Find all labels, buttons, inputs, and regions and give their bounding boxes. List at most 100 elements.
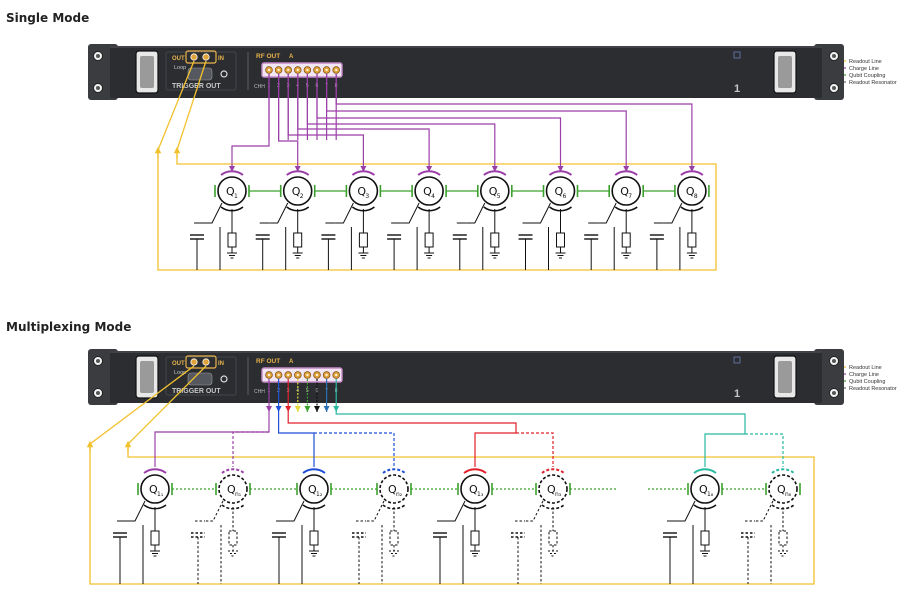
screw-hole-inner [96, 391, 100, 395]
qubit-body [479, 176, 510, 206]
qubit-subscript: n₁ [235, 491, 242, 498]
rf-out-label: RF OUT [256, 358, 280, 365]
charge-arc [220, 170, 244, 176]
readout-arc [417, 206, 441, 212]
handle-left-grip [140, 361, 154, 393]
qubit-subscript: 2 [300, 193, 304, 200]
mux-port-arrow [294, 406, 301, 412]
readout-arc [771, 504, 795, 510]
charge-arc [483, 170, 507, 176]
trigger-label: TRIGGER OUT [172, 388, 221, 395]
qubit-label: Q [547, 483, 556, 496]
charge-line-group-2 [278, 412, 315, 467]
handle-left-grip [140, 56, 154, 88]
qubit-subscript: n₂ [396, 491, 403, 498]
rf-port-pin [306, 373, 309, 377]
qubit-label: Q [489, 185, 498, 198]
trigger-led [220, 70, 228, 78]
charge-arc [614, 170, 638, 176]
trigger-out-label: OUT [172, 56, 185, 62]
charge-arc [417, 170, 441, 176]
charge-line-group-3-dashed [516, 432, 554, 467]
qubit-body [677, 176, 707, 206]
capacitor-lead [532, 202, 551, 224]
screw-hole-inner [96, 54, 100, 58]
readout-resonator [293, 232, 303, 248]
qubit-subscript: 1₂ [316, 491, 323, 498]
charge-line-3 [287, 74, 367, 172]
qubit-body [282, 176, 313, 206]
qubit-body [768, 474, 798, 504]
trigger-port-out [190, 358, 198, 366]
rf-port-pin [296, 68, 299, 72]
qubit-subscript: 3 [365, 193, 369, 200]
readout-resonator [621, 232, 631, 248]
capacitor-lead [401, 202, 420, 224]
readout-resonator [470, 530, 480, 546]
readout-arc [286, 206, 310, 212]
legend-label: Readout Line [849, 365, 882, 371]
qubit-label: Q [699, 483, 708, 496]
capacitor-lead [466, 202, 486, 224]
readout-arc [382, 504, 406, 510]
panel-body [110, 351, 822, 403]
readout-arc [220, 206, 244, 212]
qubit-subscript: 8 [694, 193, 698, 200]
mux-port-arrow [266, 406, 272, 412]
readout-resonator [778, 530, 788, 546]
capacitor-lead [335, 202, 354, 224]
readout-arc [302, 504, 326, 510]
rf-port-pin [267, 68, 271, 72]
capacitor-lead [663, 202, 683, 224]
channel-label: CHH [254, 389, 265, 395]
charge-arc [351, 170, 376, 176]
qubit-subscript: 4 [431, 193, 435, 200]
mux-port-arrow [314, 406, 320, 412]
charge-arc [221, 468, 245, 474]
section-title-single: Single Mode [6, 11, 89, 25]
qubit-subscript: 1 [234, 193, 238, 200]
channel-tag: A [289, 54, 294, 60]
capacitor-lead [205, 500, 224, 522]
charge-line-group-1-dashed [232, 431, 269, 467]
rf-out-label: RF OUT [256, 53, 280, 60]
legend-label: Readout Resonator [849, 386, 897, 392]
readout-resonator [358, 232, 368, 248]
trigger-led [220, 375, 228, 383]
readout-arc [221, 504, 245, 510]
mux-port-arrow [285, 406, 292, 412]
logo-icon [733, 356, 741, 364]
readout-resonator [150, 530, 160, 546]
readout-resonator [389, 530, 399, 546]
rf-port-pin [315, 68, 319, 72]
charge-line-8 [335, 74, 695, 172]
charge-line-7 [326, 74, 630, 172]
readout-arc [549, 206, 572, 212]
trigger-label: TRIGGER OUT [172, 83, 221, 90]
qubit-label: Q [357, 185, 366, 198]
capacitor-lead [598, 202, 617, 224]
readout-resonator [700, 530, 710, 546]
readout-resonator [490, 232, 500, 248]
rf-port-pin [287, 68, 290, 72]
readout-resonator [309, 530, 319, 546]
charge-line-group-1 [154, 412, 270, 467]
rf-port-pin [325, 373, 328, 377]
readout-resonator [548, 530, 558, 546]
qubit-body [414, 176, 444, 206]
qubit-body [218, 474, 248, 504]
screw-hole-inner [832, 54, 836, 58]
section-title-multi: Multiplexing Mode [6, 320, 131, 334]
trigger-port-in [202, 358, 210, 366]
qubit-body [379, 474, 409, 504]
rf-port-frame [261, 62, 343, 78]
